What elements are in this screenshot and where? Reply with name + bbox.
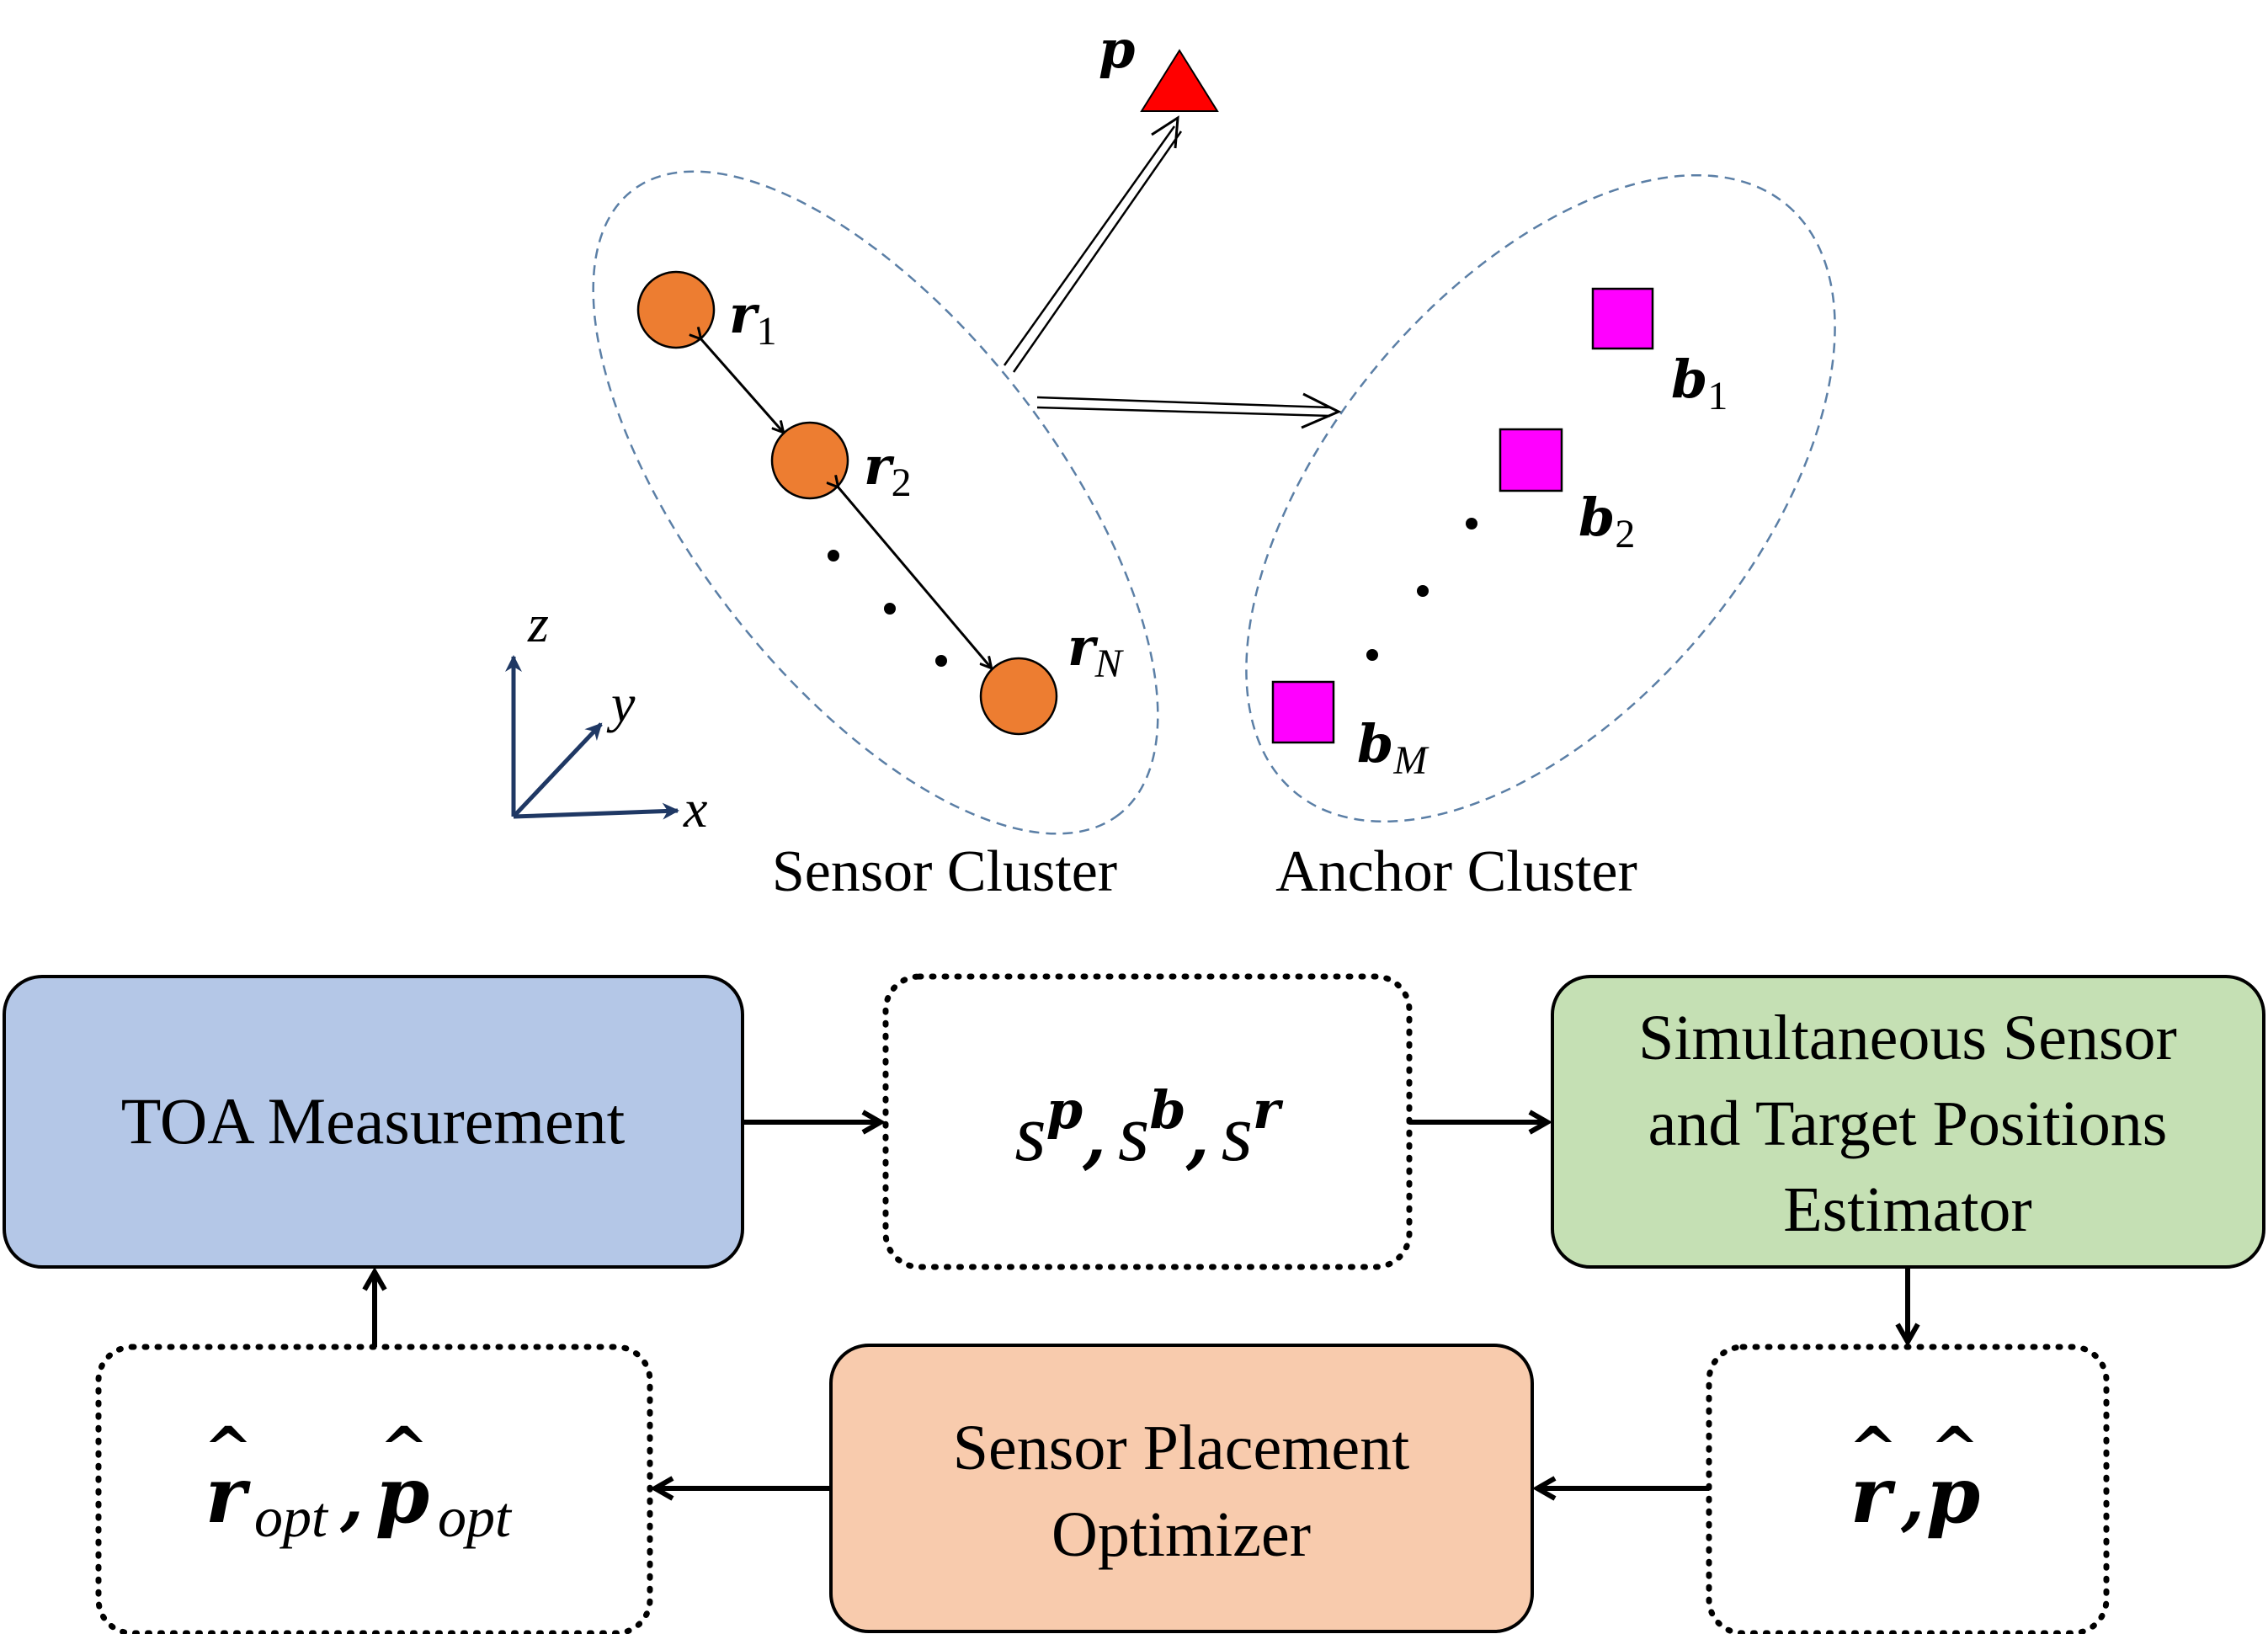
toa-measurement-label: TOA Measurement bbox=[121, 1084, 626, 1158]
svg-text:p: p bbox=[1926, 1450, 1980, 1541]
svg-text:,: , bbox=[339, 1459, 364, 1538]
target-triangle bbox=[1140, 49, 1219, 112]
sensor-ellipsis-dot bbox=[884, 603, 896, 615]
anchor-ellipsis-dot bbox=[1417, 585, 1429, 597]
svg-text:^: ^ bbox=[380, 1413, 429, 1483]
sensor-node-2 bbox=[770, 421, 849, 500]
svg-text:opt: opt bbox=[254, 1485, 329, 1549]
svg-text:p: p bbox=[375, 1450, 429, 1541]
anchor-ellipsis-dot bbox=[1366, 649, 1378, 661]
svg-text:^: ^ bbox=[1930, 1413, 1980, 1483]
measurements-label: sp,sb,sr bbox=[1014, 1079, 1284, 1178]
axis-label-z: z bbox=[527, 593, 549, 653]
anchor-cluster-caption: Anchor Cluster bbox=[1275, 839, 1637, 904]
sensor-cluster-caption: Sensor Cluster bbox=[772, 839, 1117, 904]
anchor-label-2: b2 bbox=[1579, 487, 1635, 556]
estimator-label-line-3: Estimator bbox=[1783, 1174, 2032, 1245]
svg-text:r: r bbox=[205, 1450, 252, 1541]
coordinate-axes bbox=[505, 655, 679, 820]
svg-text:,: , bbox=[1900, 1459, 1925, 1538]
anchor-label-m: bM bbox=[1357, 713, 1429, 783]
svg-text:^: ^ bbox=[204, 1413, 253, 1483]
sensor-label-2: r2 bbox=[864, 435, 912, 505]
sensor-node-1 bbox=[636, 270, 716, 349]
sensor-ellipsis-dot bbox=[935, 655, 947, 667]
svg-text:r: r bbox=[1850, 1450, 1897, 1541]
anchor-node-m bbox=[1271, 680, 1335, 744]
optimizer-label-line-1: Sensor Placement bbox=[953, 1413, 1409, 1483]
sensor-to-target-arrow bbox=[1003, 115, 1183, 373]
sensor-label-1: r1 bbox=[729, 284, 777, 354]
anchor-ellipsis-dot bbox=[1466, 518, 1477, 530]
sensor-link-2-n bbox=[838, 487, 991, 668]
optimizer-block bbox=[829, 1344, 1534, 1633]
estimates-label: r ^ , p ^ bbox=[1849, 1413, 1980, 1541]
target-label: p bbox=[1099, 19, 1135, 80]
anchor-node-2 bbox=[1499, 428, 1563, 492]
estimator-label-line-1: Simultaneous Sensor bbox=[1638, 1003, 2177, 1073]
anchor-label-1: b1 bbox=[1671, 349, 1728, 418]
anchor-cluster-outline bbox=[1245, 173, 1836, 823]
optimized-label: r ^ opt , p ^ opt bbox=[204, 1413, 513, 1549]
axis-label-x: x bbox=[683, 779, 707, 838]
optimizer-label-line-2: Optimizer bbox=[1051, 1499, 1311, 1570]
sensor-to-anchor-arrow bbox=[1036, 392, 1342, 429]
sensor-label-n: rN bbox=[1067, 616, 1125, 686]
svg-text:opt: opt bbox=[438, 1485, 513, 1549]
sensor-node-n bbox=[979, 657, 1058, 736]
sensor-link-1-2 bbox=[700, 338, 783, 432]
anchor-node-1 bbox=[1591, 287, 1654, 350]
sensor-cluster-outline bbox=[592, 170, 1159, 835]
svg-text:^: ^ bbox=[1849, 1413, 1898, 1483]
optimized-box bbox=[95, 1344, 653, 1634]
sensor-ellipsis-dot bbox=[828, 550, 839, 562]
estimator-label-line-2: and Target Positions bbox=[1648, 1088, 2168, 1159]
axis-label-y: y bbox=[606, 673, 636, 733]
